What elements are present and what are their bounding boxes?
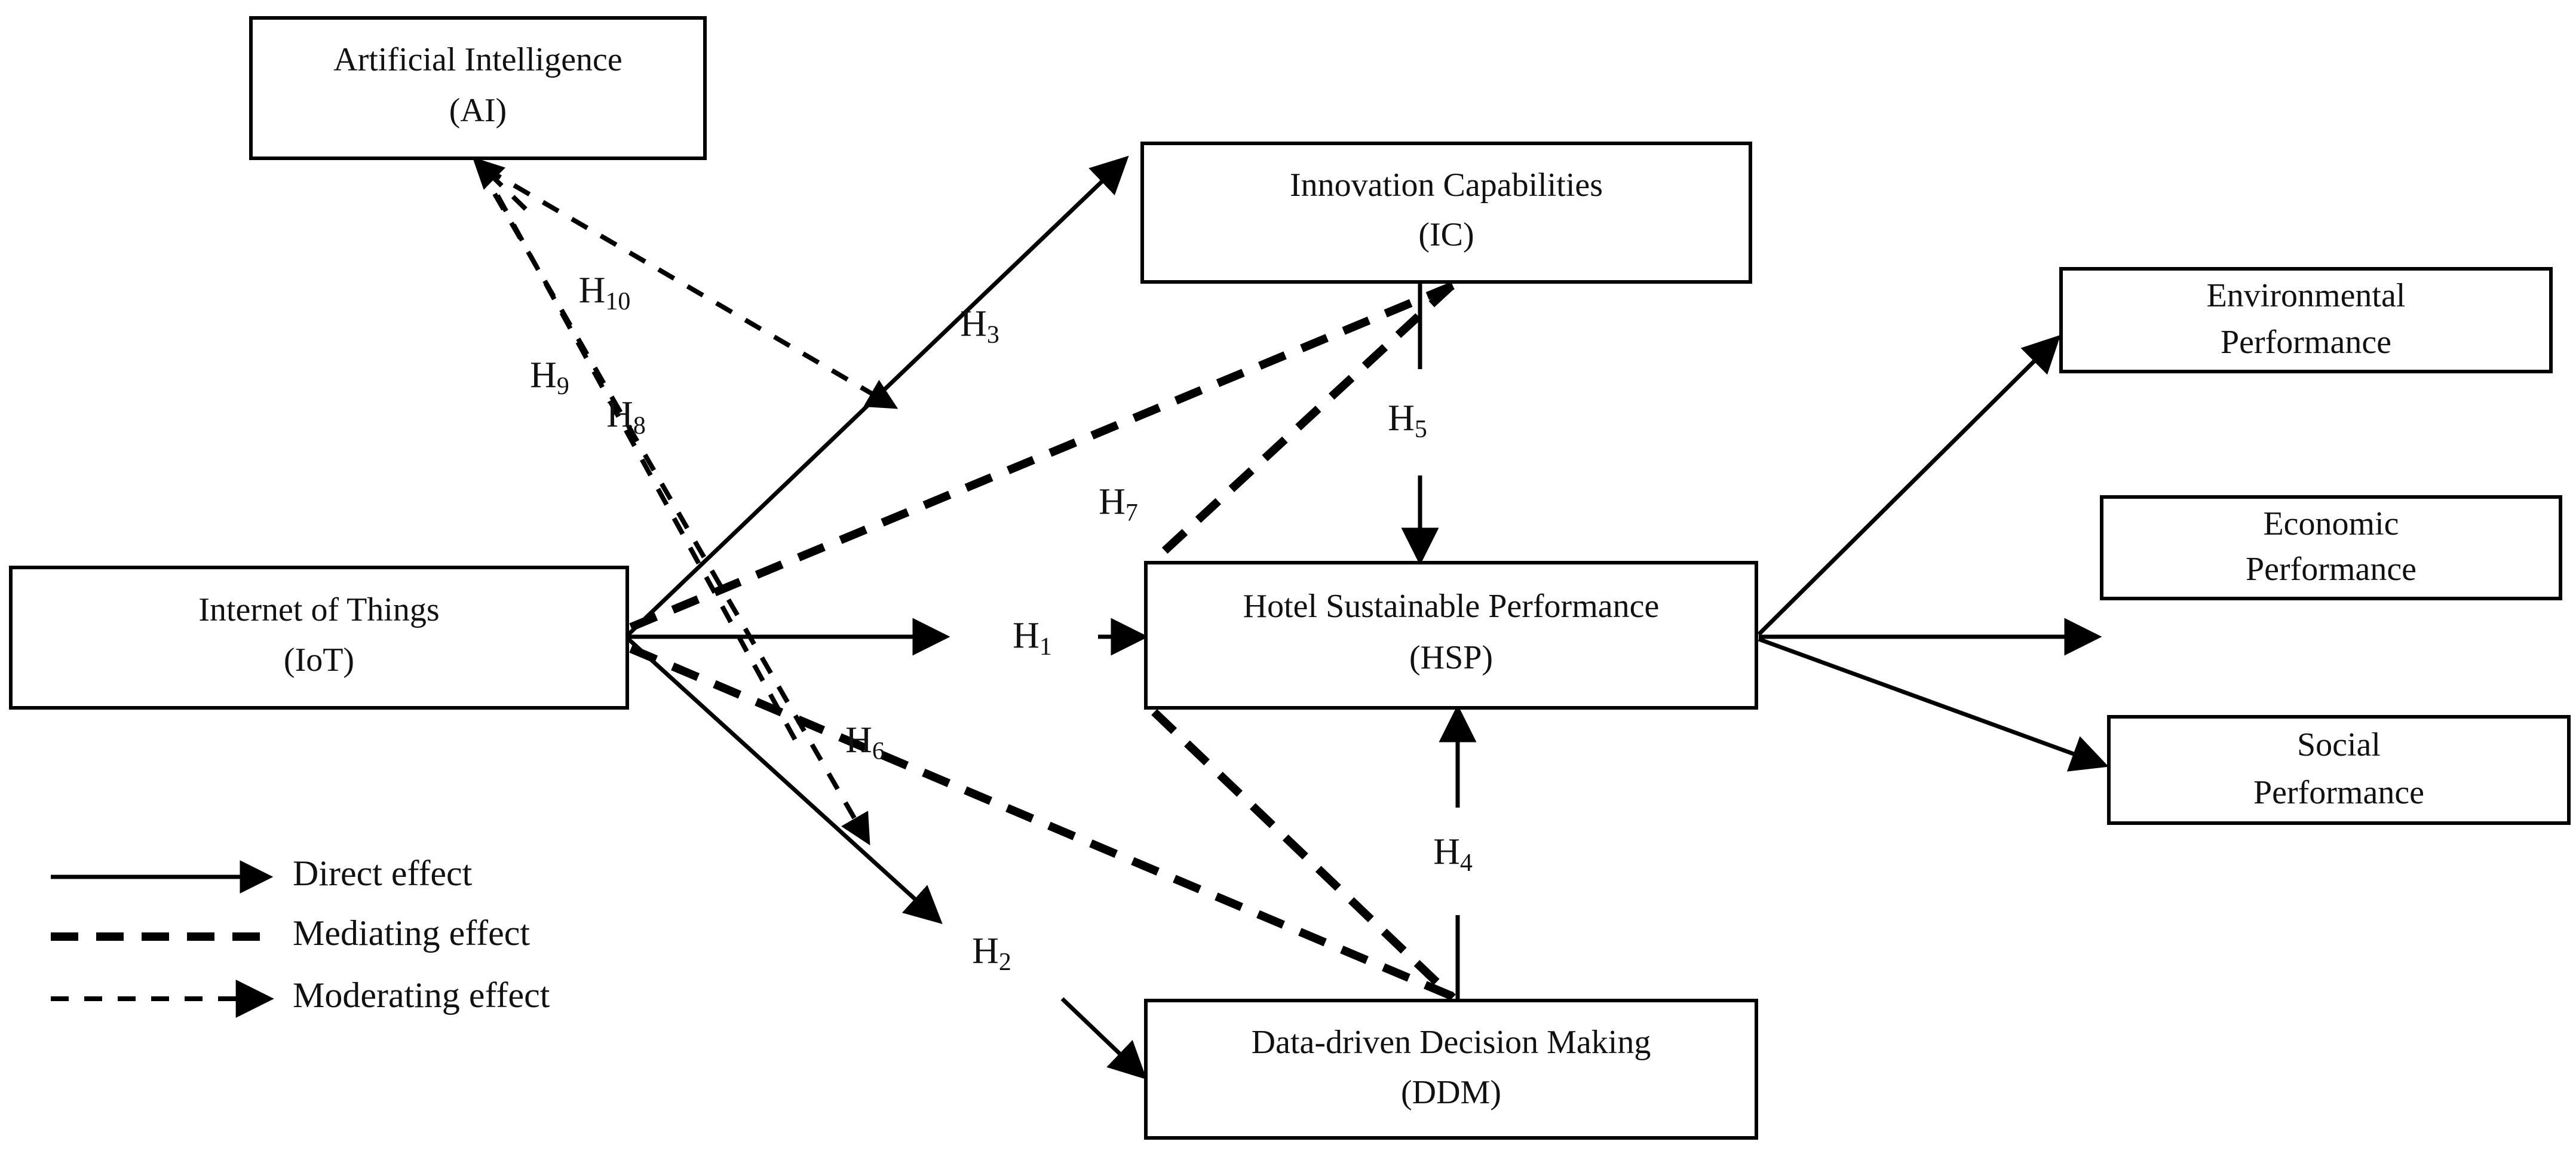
node-box-iot[interactable] xyxy=(9,566,629,710)
node-label-hsp-line2: (HSP) xyxy=(1409,639,1493,676)
node-label-social-line2: Performance xyxy=(2253,774,2424,811)
node-label-economic-line2: Performance xyxy=(2246,551,2416,588)
edge-h6-iot-to-ddm xyxy=(629,645,1457,1002)
node-label-environmental-line2: Performance xyxy=(2221,324,2391,361)
node-label-social-line1: Social xyxy=(2297,726,2381,763)
node-box-social[interactable] xyxy=(2107,715,2571,825)
edge-h2-iot-segment-b xyxy=(1060,997,1147,1080)
node-label-ai-line1: Artificial Intelligence xyxy=(333,41,622,78)
node-internet-of-things[interactable]: Internet of Things (IoT) xyxy=(9,566,629,710)
node-environmental-performance[interactable]: Environmental Performance xyxy=(2059,267,2553,373)
node-economic-performance[interactable]: Economic Performance xyxy=(2100,495,2562,600)
legend-label-direct-effect: Direct effect xyxy=(293,854,473,893)
node-data-driven-decision-making[interactable]: Data-driven Decision Making (DDM) xyxy=(1144,999,1758,1140)
legend-item-moderating: Moderating effect xyxy=(51,975,550,1018)
node-box-hsp[interactable] xyxy=(1144,561,1758,710)
node-label-environmental-line1: Environmental xyxy=(2207,277,2406,314)
hypothesis-label-h10: H10 xyxy=(579,270,631,315)
node-box-ai[interactable] xyxy=(249,16,707,160)
legend-label-moderating-effect: Moderating effect xyxy=(293,975,550,1015)
edge-h2-iot-segment-a xyxy=(627,637,943,925)
hypothesis-label-h1: H1 xyxy=(1013,615,1052,660)
node-label-iot-line2: (IoT) xyxy=(284,642,354,679)
edge-h10-ai-moderator xyxy=(483,166,898,409)
hypothesis-label-h4: H4 xyxy=(1433,831,1473,876)
hypothesis-label-h8: H8 xyxy=(606,394,646,439)
hypothesis-label-h3: H3 xyxy=(960,303,999,348)
legend-item-direct: Direct effect xyxy=(51,854,473,894)
hypothesis-label-h6: H6 xyxy=(845,720,885,765)
legend-label-mediating-effect: Mediating effect xyxy=(293,913,530,953)
edge-hsp-to-ddm-mediating xyxy=(1151,708,1456,1001)
node-box-economic[interactable] xyxy=(2100,495,2562,600)
node-box-ic[interactable] xyxy=(1140,142,1752,284)
nodes-layer: Artificial Intelligence (AI) Internet of… xyxy=(9,16,2571,1140)
legend-item-mediating: Mediating effect xyxy=(51,913,530,953)
hypothesis-label-h5: H5 xyxy=(1388,398,1427,443)
node-label-ddm-line2: (DDM) xyxy=(1401,1074,1501,1111)
node-label-economic-line1: Economic xyxy=(2263,505,2399,542)
node-label-iot-line1: Internet of Things xyxy=(198,591,439,628)
hypothesis-label-h9: H9 xyxy=(530,355,569,400)
node-box-environmental[interactable] xyxy=(2059,267,2553,373)
hypothesis-labels-layer: H1 H2 H3 H4 H5 H6 H7 H8 xyxy=(530,270,1473,975)
node-label-ic-line1: Innovation Capabilities xyxy=(1290,167,1603,204)
node-label-ic-line2: (IC) xyxy=(1418,216,1474,253)
edge-hsp-to-social xyxy=(1758,637,2109,772)
hypothesis-label-h2: H2 xyxy=(972,931,1011,975)
node-social-performance[interactable]: Social Performance xyxy=(2107,715,2571,825)
node-artificial-intelligence[interactable]: Artificial Intelligence (AI) xyxy=(249,16,707,160)
edge-hsp-to-environmental xyxy=(1757,335,2061,636)
node-label-hsp-line1: Hotel Sustainable Performance xyxy=(1243,588,1660,625)
node-innovation-capabilities[interactable]: Innovation Capabilities (IC) xyxy=(1140,142,1752,284)
node-hotel-sustainable-performance[interactable]: Hotel Sustainable Performance (HSP) xyxy=(1144,561,1758,710)
edge-h3-iot-to-ic xyxy=(627,155,1129,636)
hypothesis-label-h7: H7 xyxy=(1099,481,1138,526)
edges-layer xyxy=(472,155,2109,1080)
node-label-ddm-line1: Data-driven Decision Making xyxy=(1252,1024,1651,1061)
edge-h9-ai-moderator xyxy=(476,164,870,846)
edge-ic-to-hsp-mediating xyxy=(1150,282,1455,565)
node-box-ddm[interactable] xyxy=(1144,999,1758,1140)
edge-h7-iot-to-ic xyxy=(629,281,1455,631)
legend: Direct effect Mediating effect Moderatin… xyxy=(51,854,550,1018)
node-label-ai-line2: (AI) xyxy=(449,92,507,129)
edge-ai-convergence-head xyxy=(472,157,528,211)
